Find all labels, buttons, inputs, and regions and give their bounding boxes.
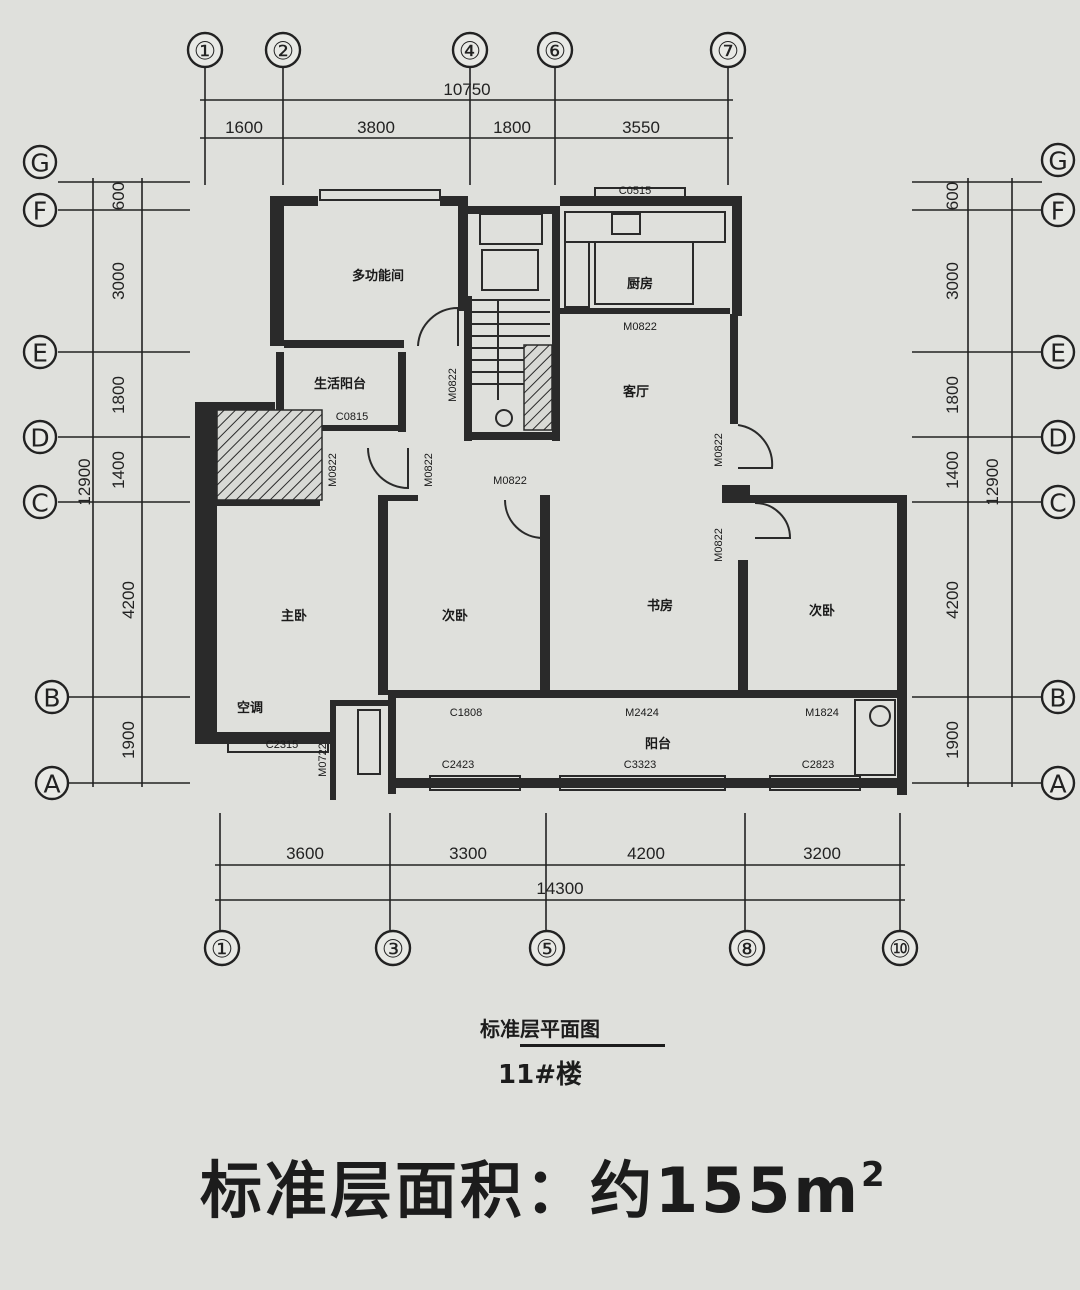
dim-bottom-seg-3: 4200 xyxy=(627,844,665,863)
dim-left-seg-4: 1400 xyxy=(109,451,128,489)
room-living: 客厅 xyxy=(623,384,649,400)
dim-right-seg-5: 4200 xyxy=(943,581,962,619)
room-study: 书房 xyxy=(647,598,673,614)
dim-bottom-seg-1: 3600 xyxy=(286,844,324,863)
room-bedroom-2: 次卧 xyxy=(442,608,468,624)
dim-left-seg-5: 4200 xyxy=(119,581,138,619)
dim-left-seg-3: 1800 xyxy=(109,376,128,414)
axis-label-top-4: ④ xyxy=(459,37,481,66)
stair xyxy=(472,299,550,427)
floor-area-text: 标准层面积：约155m xyxy=(200,1154,862,1227)
tag-m0822-bed2: M0822 xyxy=(493,475,527,487)
axis-label-left-d: D xyxy=(30,424,49,453)
dim-bottom-total: 14300 xyxy=(536,879,583,898)
tag-c2823: C2823 xyxy=(802,759,834,771)
room-balcony: 阳台 xyxy=(645,736,671,752)
dim-right-seg-1: 600 xyxy=(943,182,962,210)
axis-label-left-e: E xyxy=(32,339,48,368)
room-master-bedroom: 主卧 xyxy=(281,608,307,624)
tag-c0815: C0815 xyxy=(336,411,368,423)
room-multi-function: 多功能间 xyxy=(352,268,404,284)
dim-bottom-seg-2: 3300 xyxy=(449,844,487,863)
tag-c2315: C2315 xyxy=(266,739,298,751)
dim-left-seg-2: 3000 xyxy=(109,262,128,300)
dim-right-total: 12900 xyxy=(983,458,1002,505)
tag-m1824: M1824 xyxy=(805,707,839,719)
dim-top-total: 10750 xyxy=(443,80,490,99)
axis-label-top-6: ⑥ xyxy=(544,37,566,66)
top-dimensions: 10750 1600 3800 1800 3550 xyxy=(200,80,733,139)
room-kitchen: 厨房 xyxy=(627,276,653,292)
axis-label-right-f: F xyxy=(1051,197,1065,226)
tag-m2424: M2424 xyxy=(625,707,659,719)
dim-right-seg-3: 1800 xyxy=(943,376,962,414)
doors xyxy=(367,306,792,540)
drawing-title-underline xyxy=(520,1044,665,1047)
axis-label-top-2: ② xyxy=(272,37,294,66)
building-number: 11#楼 xyxy=(498,1060,582,1090)
axis-label-bottom-3: ③ xyxy=(382,935,404,964)
right-axis-markers: G F E D C B A 600 3000 1800 1400 4200 19… xyxy=(912,142,1076,801)
dim-top-seg-1: 1600 xyxy=(225,118,263,137)
dim-top-seg-4: 3550 xyxy=(622,118,660,137)
room-utility-balcony: 生活阳台 xyxy=(314,376,366,392)
dim-bottom-seg-4: 3200 xyxy=(803,844,841,863)
axis-label-right-c: C xyxy=(1049,489,1066,518)
left-axis-markers: G F E D C B A 600 3000 1800 1400 4200 19… xyxy=(22,144,190,801)
axis-label-top-1: ① xyxy=(194,37,216,66)
tag-c1808: C1808 xyxy=(450,707,482,719)
axis-label-left-g: G xyxy=(30,149,49,178)
tag-c2423: C2423 xyxy=(442,759,474,771)
floor-area-superscript: 2 xyxy=(861,1155,888,1195)
bottom-dimensions: 3600 3300 4200 3200 14300 ① ③ ⑤ ⑧ ⑩ xyxy=(203,813,919,967)
axis-label-left-b: B xyxy=(43,684,60,713)
kitchen-counter xyxy=(564,211,726,308)
axis-label-right-e: E xyxy=(1050,339,1066,368)
top-axis-markers: ① ② ④ ⑥ ⑦ xyxy=(186,31,747,185)
dim-left-total: 12900 xyxy=(75,458,94,505)
windows xyxy=(199,187,896,791)
axis-label-left-a: A xyxy=(43,770,60,799)
axis-label-left-c: C xyxy=(31,489,48,518)
dim-top-seg-2: 3800 xyxy=(357,118,395,137)
tag-c3323: C3323 xyxy=(624,759,656,771)
dim-left-seg-1: 600 xyxy=(109,182,128,210)
room-bedroom-3: 次卧 xyxy=(809,603,835,619)
drawing-title: 标准层平面图 xyxy=(480,1017,600,1041)
tag-m0822-right: M0822 xyxy=(713,433,725,467)
axis-label-right-b: B xyxy=(1049,684,1066,713)
dim-right-seg-2: 3000 xyxy=(943,262,962,300)
tag-m0722: M0722 xyxy=(317,743,329,777)
tag-m0822-utility: M0822 xyxy=(327,453,339,487)
tag-c0515: C0515 xyxy=(619,185,651,197)
tag-m0822-kitchen: M0822 xyxy=(623,321,657,333)
opening-tags: C0515 M0822 C0815 M0822 M0822 M0822 M082… xyxy=(266,185,839,777)
dim-top-seg-3: 1800 xyxy=(493,118,531,137)
axis-label-bottom-1: ① xyxy=(211,935,233,964)
room-aircon: 空调 xyxy=(237,700,263,716)
floor-plan-drawing: ① ② ④ ⑥ ⑦ 10750 1600 3800 1800 3550 G F … xyxy=(22,31,1076,967)
dim-right-seg-6: 1900 xyxy=(943,721,962,759)
axis-label-left-f: F xyxy=(33,197,47,226)
tag-m0822-study: M0822 xyxy=(713,528,725,562)
axis-label-bottom-8: ⑧ xyxy=(736,935,758,964)
axis-label-right-a: A xyxy=(1049,770,1066,799)
hatched-shafts xyxy=(216,344,553,501)
axis-label-right-d: D xyxy=(1048,424,1067,453)
dim-left-seg-6: 1900 xyxy=(119,721,138,759)
floor-area-caption: 标准层面积：约155m2 xyxy=(200,1140,960,1230)
bathroom-fixtures xyxy=(479,213,543,291)
tag-m0822-master: M0822 xyxy=(423,453,435,487)
axis-label-top-7: ⑦ xyxy=(717,37,739,66)
dim-right-seg-4: 1400 xyxy=(943,451,962,489)
axis-label-right-g: G xyxy=(1048,147,1067,176)
axis-label-bottom-10: ⑩ xyxy=(889,935,911,964)
room-labels: 多功能间 厨房 客厅 生活阳台 主卧 次卧 书房 次卧 阳台 空调 xyxy=(237,268,835,752)
tag-m0822-bath: M0822 xyxy=(447,368,459,402)
axis-label-bottom-5: ⑤ xyxy=(536,935,558,964)
